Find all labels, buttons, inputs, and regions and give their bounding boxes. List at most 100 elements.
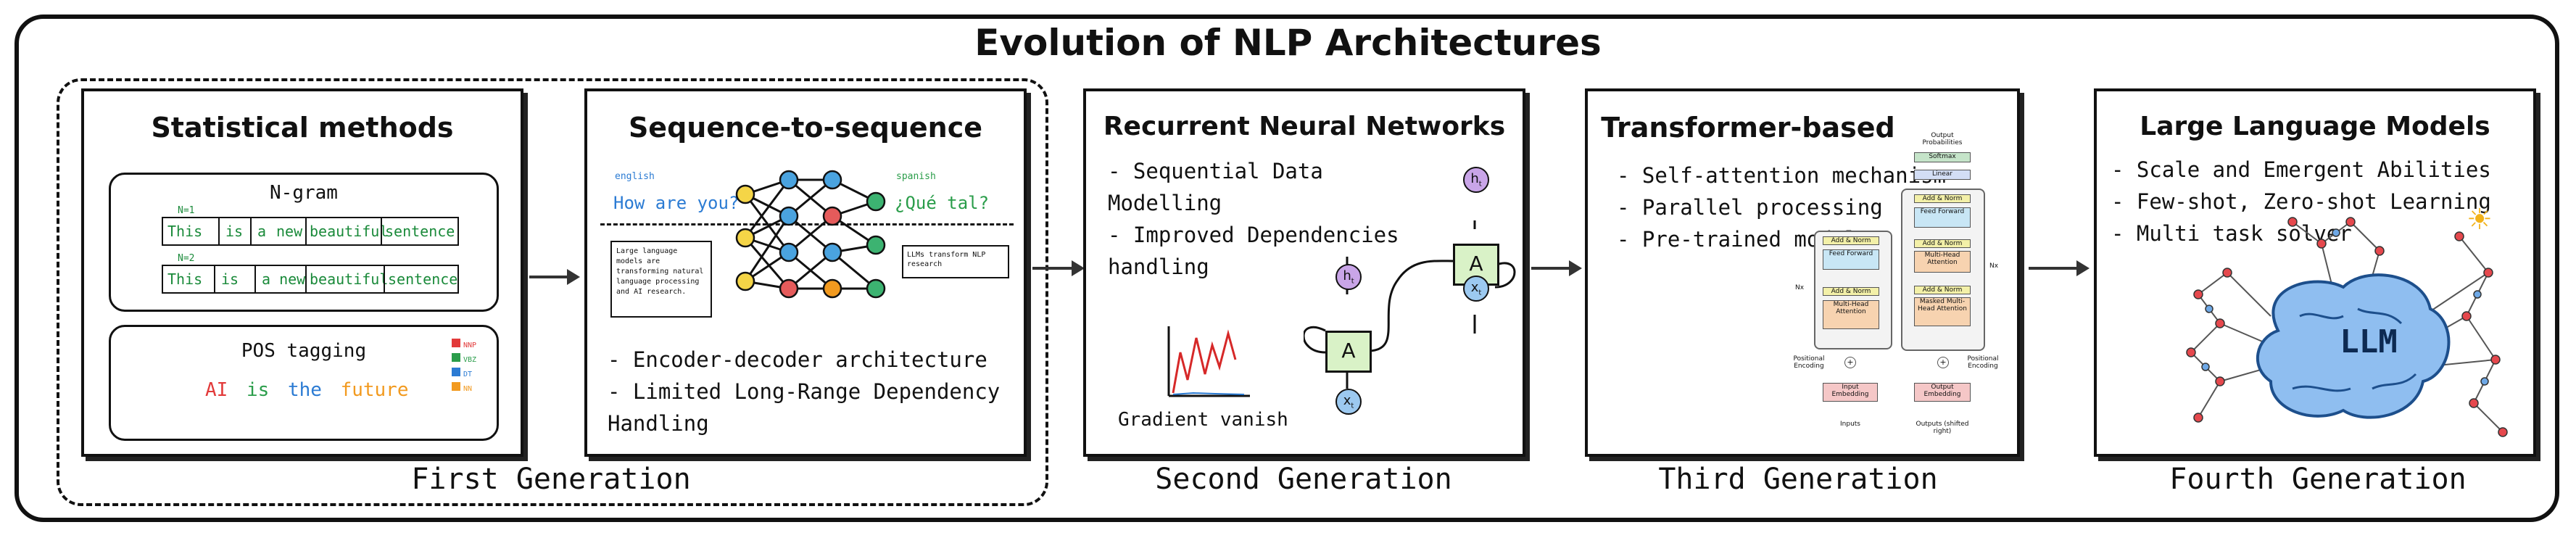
feed-forward-block: Feed Forward bbox=[1823, 249, 1879, 270]
bullet: - Few-shot, Zero-shot Learning bbox=[2111, 189, 2491, 214]
rnn-cell-a1: A bbox=[1325, 331, 1372, 373]
statistical-methods-panel: Statistical methods N-gram N=1 This is a… bbox=[81, 88, 523, 457]
bullet: - Multi task solver bbox=[2111, 221, 2352, 246]
ngram-token: a bbox=[250, 218, 266, 244]
ngram-n2-tag: N=2 bbox=[178, 253, 195, 264]
output-embedding-block: Output Embedding bbox=[1914, 383, 1971, 402]
llm-bullets: - Scale and Emergent Abilities - Few-sho… bbox=[2111, 154, 2491, 249]
t-sub: t bbox=[1478, 180, 1482, 189]
x-label: x bbox=[1470, 280, 1479, 295]
ngram-token: beautiful bbox=[305, 218, 388, 244]
legend-nn: NN bbox=[463, 385, 473, 393]
llm-panel: Large Language Models - Scale and Emerge… bbox=[2094, 88, 2536, 457]
arrow-4 bbox=[2029, 260, 2090, 276]
t-sub: t bbox=[1478, 289, 1482, 297]
panel-title: Statistical methods bbox=[151, 112, 454, 144]
fourth-generation-label: Fourth Generation bbox=[2169, 463, 2467, 496]
outputs-label: Outputs (shifted right) bbox=[1916, 421, 1969, 435]
src-text: How are you? bbox=[613, 193, 740, 213]
first-generation-label: First Generation bbox=[411, 463, 691, 496]
bullet: handling bbox=[1108, 254, 1209, 279]
legend-item: NN bbox=[452, 382, 476, 397]
panel-title: Recurrent Neural Networks bbox=[1103, 112, 1506, 141]
llm-brain-label: LLM bbox=[2340, 323, 2398, 360]
h-label: h bbox=[1470, 171, 1479, 186]
ngram-token: a new bbox=[254, 266, 305, 292]
bullet: - Limited Long-Range Dependency bbox=[608, 379, 1001, 404]
panel-title: Sequence-to-sequence bbox=[628, 112, 983, 144]
arrow-1 bbox=[529, 269, 580, 285]
add-norm-block: Add & Norm bbox=[1914, 286, 1971, 294]
feed-forward-block: Feed Forward bbox=[1914, 207, 1971, 228]
x-label: x bbox=[1343, 393, 1351, 408]
bullet: - Parallel processing bbox=[1617, 195, 1883, 220]
pos-word-ai: AI bbox=[205, 379, 228, 401]
ngram-token: sentence bbox=[381, 218, 455, 244]
ngram-token: sentence bbox=[384, 266, 457, 292]
input-note-box: Large language models are transforming n… bbox=[610, 241, 712, 318]
pos-word-the: the bbox=[287, 379, 322, 401]
encoder-nx: Nx bbox=[1794, 284, 1805, 291]
neural-network-icon bbox=[735, 170, 886, 299]
bullet: - Improved Dependencies bbox=[1108, 223, 1399, 247]
add-norm-block: Add & Norm bbox=[1823, 287, 1879, 296]
legend-item: NNP bbox=[452, 339, 476, 353]
legend-item: DT bbox=[452, 368, 476, 382]
divider bbox=[600, 223, 1014, 225]
output-note: LLMs transform NLP research bbox=[907, 251, 986, 268]
ngram-n1-tag: N=1 bbox=[178, 205, 195, 216]
transformer-panel: Transformer-based - Self-attention mecha… bbox=[1585, 88, 2020, 457]
lightbulb-icon: ☀ bbox=[2467, 203, 2493, 236]
add-norm-block: Add & Norm bbox=[1914, 194, 1971, 203]
bullet: - Encoder-decoder architecture bbox=[608, 347, 987, 372]
ngram-token: new bbox=[276, 223, 303, 240]
arrow-2 bbox=[1032, 260, 1085, 276]
page-title: Evolution of NLP Architectures bbox=[974, 22, 1602, 64]
transformer-architecture: Output Probabilities Softmax Linear Add … bbox=[1793, 132, 2018, 458]
tgt-lang-label: spanish bbox=[896, 171, 936, 182]
masked-mha-block: Masked Multi-Head Attention bbox=[1914, 297, 1971, 326]
gradient-vanish-plot bbox=[1167, 326, 1250, 397]
seq2seq-panel: Sequence-to-sequence english How are you… bbox=[584, 88, 1027, 457]
ngram-token: is bbox=[214, 266, 239, 292]
pos-word-future: future bbox=[340, 379, 409, 401]
add-norm-block: Add & Norm bbox=[1914, 239, 1971, 248]
ngram-row-1: This is a new beautiful sentence bbox=[162, 217, 459, 246]
legend-dt: DT bbox=[463, 371, 473, 378]
input-note: Large language models are transforming n… bbox=[616, 247, 704, 296]
output-probs-label: Output Probabilities bbox=[1922, 132, 1963, 146]
third-generation-label: Third Generation bbox=[1658, 463, 1938, 496]
bullet: - Sequential Data bbox=[1108, 159, 1323, 183]
src-lang-label: english bbox=[615, 171, 655, 182]
pos-label: POS tagging bbox=[241, 340, 367, 362]
t-sub: t bbox=[1351, 277, 1354, 286]
ngram-box: N-gram N=1 This is a new beautiful sente… bbox=[109, 173, 499, 312]
llm-network-graph bbox=[2186, 217, 2508, 437]
decoder-nx: Nx bbox=[1989, 262, 1999, 270]
rnn-panel: Recurrent Neural Networks - Sequential D… bbox=[1083, 88, 1525, 457]
pos-tagging-box: POS tagging AI is the future NNP VBZ DT … bbox=[109, 325, 499, 441]
first-generation-group bbox=[57, 78, 1048, 506]
pos-enc-circle-left: + bbox=[1844, 357, 1856, 368]
panel-title: Large Language Models bbox=[2140, 112, 2490, 141]
second-generation-label: Second Generation bbox=[1155, 463, 1452, 496]
input-embedding-block: Input Embedding bbox=[1823, 383, 1878, 402]
tgt-text: ¿Qué tal? bbox=[895, 193, 990, 213]
gradient-vanish-label: Gradient vanish bbox=[1118, 409, 1288, 431]
bullet: - Scale and Emergent Abilities bbox=[2111, 157, 2491, 182]
outer-frame bbox=[15, 15, 2559, 522]
softmax-block: Softmax bbox=[1914, 152, 1971, 162]
ngram-token: is bbox=[218, 218, 243, 244]
rnn-bullets: - Sequential Data Modelling - Improved D… bbox=[1108, 155, 1399, 283]
pos-legend: NNP VBZ DT NN bbox=[452, 339, 476, 397]
t-sub: t bbox=[1351, 402, 1354, 410]
linear-block: Linear bbox=[1914, 170, 1971, 180]
ngram-token: beautiful bbox=[305, 266, 388, 292]
panel-title: Transformer-based bbox=[1601, 112, 1895, 144]
seq2seq-bullets: - Encoder-decoder architecture - Limited… bbox=[608, 344, 1000, 439]
ngram-label: N-gram bbox=[270, 182, 338, 204]
add-norm-block: Add & Norm bbox=[1823, 236, 1879, 245]
h-label: h bbox=[1343, 268, 1351, 284]
bullet: Modelling bbox=[1108, 191, 1222, 215]
output-note-box: LLMs transform NLP research bbox=[902, 245, 1009, 278]
